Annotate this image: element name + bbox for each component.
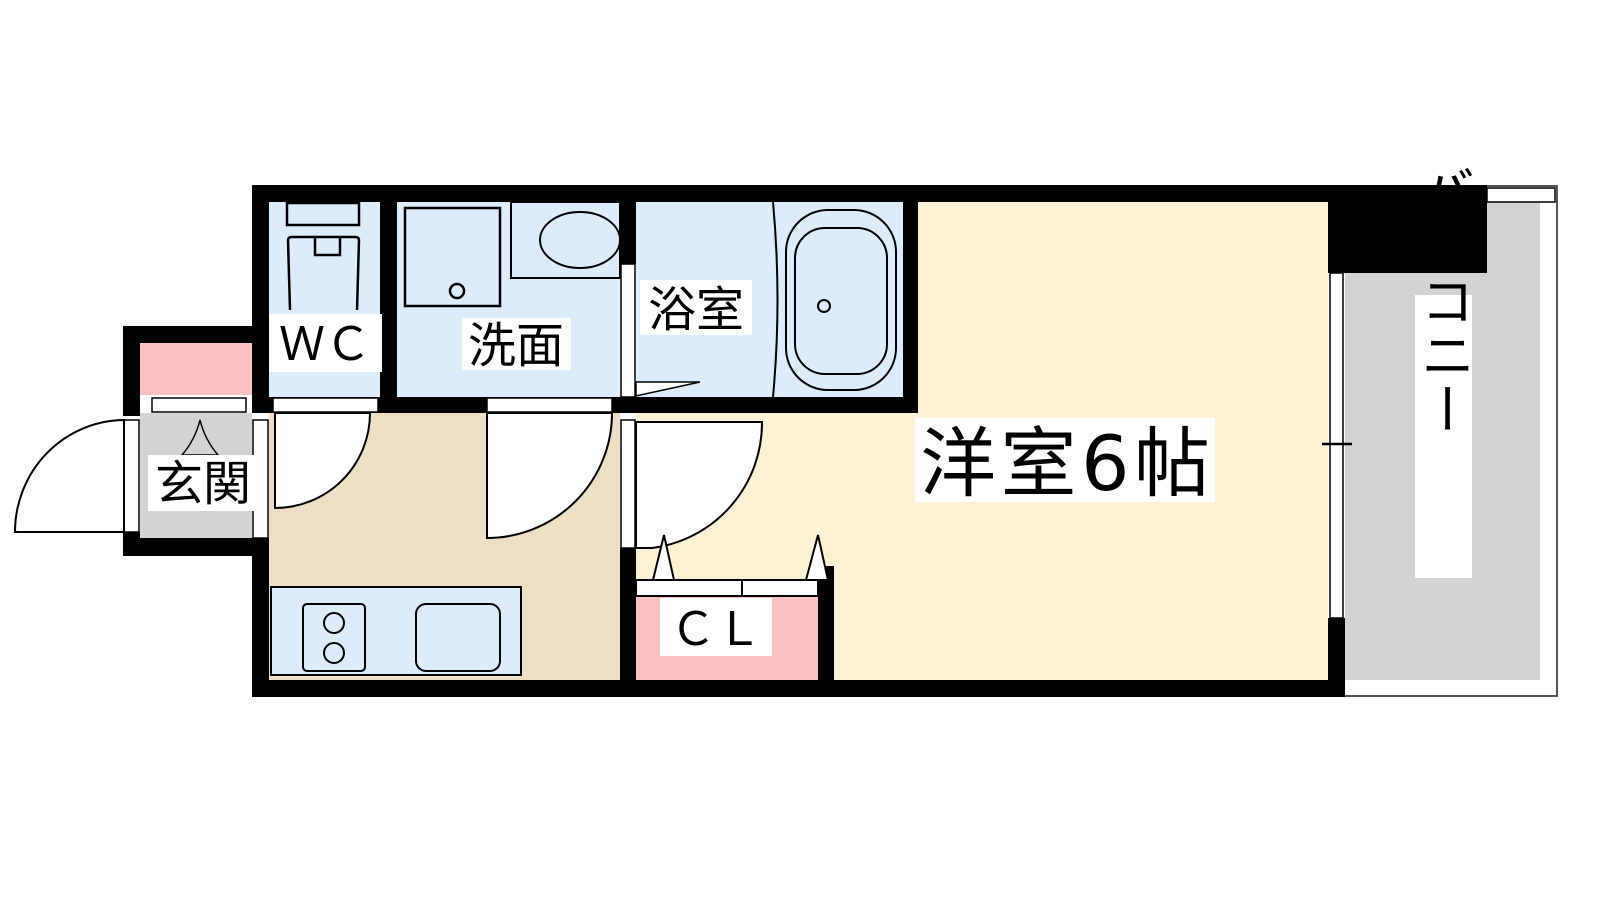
kitchen-sink-icon bbox=[415, 603, 501, 672]
closet-label: ＣＬ bbox=[670, 602, 762, 656]
stove-icon bbox=[302, 603, 366, 672]
wc-door bbox=[274, 412, 372, 510]
wc-label: ＷＣ bbox=[279, 317, 371, 371]
balcony-label: バルコニー bbox=[1412, 164, 1475, 436]
western-room-label: 洋室6帖 bbox=[920, 419, 1210, 508]
closet-doors bbox=[635, 534, 830, 597]
bathtub-icon bbox=[772, 201, 897, 398]
sink-icon bbox=[510, 201, 621, 279]
entrance-shoebox bbox=[140, 343, 252, 395]
kitchen-counter bbox=[270, 586, 522, 676]
washing-machine-icon bbox=[403, 206, 502, 308]
washroom-door bbox=[486, 412, 614, 540]
bathroom-label: 浴室 bbox=[648, 282, 744, 338]
washroom-label: 洗面 bbox=[468, 318, 564, 374]
toilet-icon bbox=[285, 201, 361, 311]
walls bbox=[123, 185, 1487, 697]
entrance-label: 玄関 bbox=[155, 456, 251, 512]
entrance-door bbox=[13, 418, 125, 533]
